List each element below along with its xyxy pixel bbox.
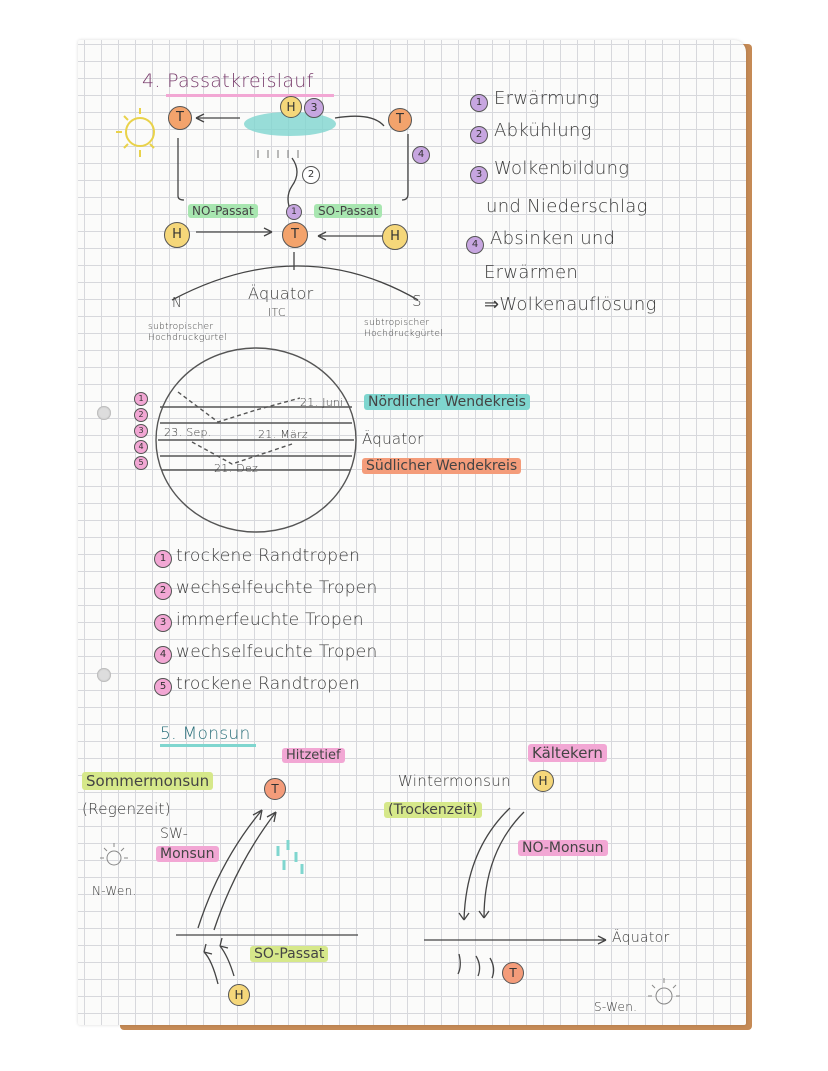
heading-passat: 4. Passatkreislauf: [142, 70, 314, 92]
zone-num: 3: [154, 614, 172, 632]
rain-marks: [257, 150, 299, 158]
label-sudl-wendekreis: Südlicher Wendekreis: [362, 458, 522, 474]
marker-one: 1: [286, 204, 302, 220]
marker-h1: H: [532, 770, 554, 792]
label-hitzetief: Hitzetief: [282, 748, 345, 763]
label-n: N: [172, 296, 183, 311]
legend-text: Absinken und: [490, 228, 616, 249]
marker-t-left: T: [168, 106, 192, 130]
label-so-passat: SO-Passat: [314, 204, 383, 218]
globe-diagram: [155, 347, 357, 533]
marker-h-top: H: [280, 96, 302, 118]
globe-num: 2: [134, 408, 148, 422]
small-sun-icon-right: [648, 978, 680, 1005]
label-s: S: [412, 292, 422, 310]
label-aquator-top: Äquator: [248, 284, 314, 303]
rain-drops-icon: [276, 840, 304, 874]
label-no-passat: NO-Passat: [188, 204, 258, 218]
label-itc: ITC: [268, 306, 286, 319]
globe-num: 1: [134, 392, 148, 406]
globe-label-sep: 23. Sep.: [164, 426, 212, 439]
legend-text: Abkühlung: [494, 120, 592, 141]
punch-hole: [97, 668, 111, 682]
label-monsun: Monsun: [156, 846, 219, 862]
zone-num: 2: [154, 582, 172, 600]
legend-num: 2: [470, 126, 488, 144]
marker-four: 4: [412, 146, 430, 164]
globe-num: 5: [134, 456, 148, 470]
zone-num: 4: [154, 646, 172, 664]
legend-text: Erwärmen: [484, 262, 579, 283]
marker-t-right: T: [388, 108, 412, 132]
label-sommermonsun: Sommermonsun: [82, 772, 214, 790]
label-sw: SW-: [160, 826, 189, 842]
label-n-wen: N-Wen.: [92, 884, 137, 898]
marker-h-left: H: [164, 222, 190, 248]
marker-t-center: T: [282, 222, 308, 248]
label-aquator-monsun: Äquator: [612, 930, 670, 946]
marker-t2: T: [502, 962, 524, 984]
legend-num: 3: [470, 166, 488, 184]
zone-text: wechselfeuchte Tropen: [176, 578, 378, 598]
heading-underline: [160, 744, 256, 747]
label-so-passat-monsun: SO-Passat: [250, 946, 329, 962]
legend-num: 4: [466, 236, 484, 254]
legend-text: Erwärmung: [494, 88, 600, 109]
heading-underline: [166, 94, 334, 97]
small-arrows: [457, 953, 495, 979]
heading-monsun: 5. Monsun: [160, 724, 251, 744]
label-trockenzeit: (Trockenzeit): [384, 802, 482, 818]
legend-num: 1: [470, 94, 488, 112]
label-no-monsun: NO-Monsun: [518, 840, 608, 856]
zone-text: trockene Randtropen: [176, 546, 361, 566]
globe-label-jun: 21. Juni: [300, 396, 344, 409]
globe-label-mar: 21. März: [258, 428, 308, 441]
label-s-wen: S-Wen.: [594, 1000, 638, 1014]
marker-h-right: H: [382, 224, 408, 250]
label-nordl-wendekreis: Nördlicher Wendekreis: [364, 394, 530, 410]
marker-three: 3: [304, 98, 324, 118]
zone-text: immerfeuchte Tropen: [176, 610, 364, 630]
monsun-arrows: [176, 807, 607, 985]
label-aquator-globe: Äquator: [362, 430, 424, 448]
globe-label-dez: 21. Dez: [214, 462, 259, 475]
marker-h2: H: [228, 984, 250, 1006]
zone-num: 1: [154, 550, 172, 568]
zone-text: wechselfeuchte Tropen: [176, 642, 378, 662]
label-subtrop-right: subtropischer Hochdruckgürtel: [364, 318, 444, 339]
marker-t1: T: [264, 778, 286, 800]
label-kaltekern: Kältekern: [528, 744, 607, 762]
sun-icon: [116, 108, 155, 157]
punch-hole: [97, 406, 111, 420]
legend-text: Wolkenbildung: [494, 158, 630, 179]
cloud-icon: [244, 112, 336, 136]
zone-num: 5: [154, 678, 172, 696]
label-regenzeit: (Regenzeit): [82, 800, 171, 818]
small-sun-icon: [100, 843, 128, 866]
marker-two: 2: [302, 166, 320, 184]
circulation-arrows: [171, 113, 419, 301]
legend-text: und Niederschlag: [486, 196, 648, 217]
zone-text: trockene Randtropen: [176, 674, 361, 694]
legend-text: ⇒Wolkenauflösung: [484, 294, 657, 315]
label-subtrop-left: subtropischer Hochdruckgürtel: [148, 322, 228, 343]
globe-num: 3: [134, 424, 148, 438]
label-wintermonsun: Wintermonsun: [398, 772, 511, 790]
globe-num: 4: [134, 440, 148, 454]
